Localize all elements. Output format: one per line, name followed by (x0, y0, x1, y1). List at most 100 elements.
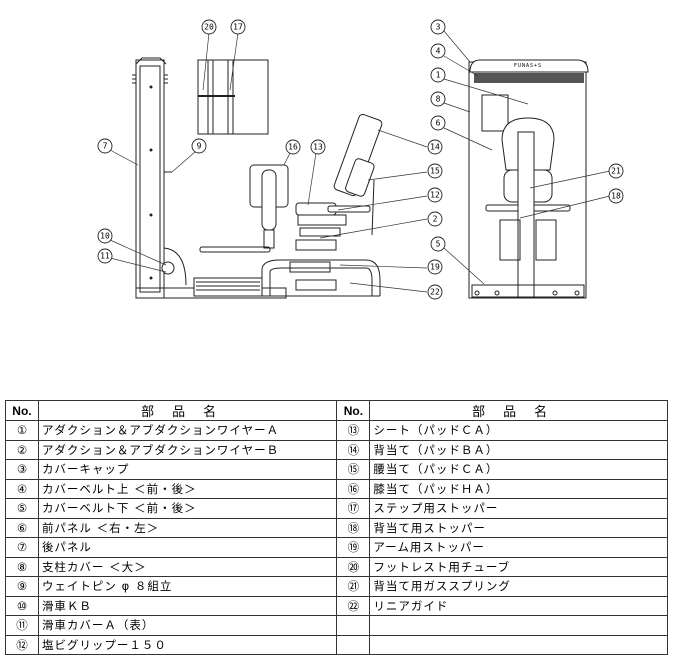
part-name: カバーキャップ (37, 459, 338, 480)
part-number: ⑳ (336, 556, 371, 577)
part-number: ⑬ (336, 420, 371, 441)
callout-11: 11 (97, 248, 113, 264)
svg-text:14: 14 (430, 143, 440, 152)
part-number: ⑫ (5, 634, 39, 655)
part-number: ③ (5, 459, 39, 480)
brand-logo: FUNAS+S (514, 63, 542, 69)
callouts: 20 17 7 9 1 6 13 14 15 12 2 19 22 10 11 3… (97, 19, 624, 300)
callout-8: 8 (430, 91, 446, 107)
callout-21: 21 (608, 163, 624, 179)
svg-text:10: 10 (100, 232, 110, 241)
part-number: ⑭ (336, 439, 371, 460)
callout-9: 9 (191, 138, 207, 154)
part-name: 腰当て（パッドＣＡ） (369, 459, 668, 480)
part-name: カバーベルト上 ＜前・後＞ (37, 478, 338, 499)
svg-text:17: 17 (233, 23, 243, 32)
callout-7: 7 (97, 138, 113, 154)
svg-text:21: 21 (611, 167, 621, 176)
callout-4: 4 (430, 43, 446, 59)
svg-text:9: 9 (197, 142, 202, 151)
part-number: ① (5, 420, 39, 441)
part-number: ⑰ (336, 498, 371, 519)
part-number: ⑱ (336, 517, 371, 538)
callout-5: 5 (430, 236, 446, 252)
part-name: ウェイトピン φ ８組立 (37, 576, 338, 597)
part-name: アーム用ストッパー (369, 537, 668, 558)
svg-text:4: 4 (436, 47, 441, 56)
table-header: No. 部品名 No. 部品名 (5, 400, 668, 421)
part-name: 滑車ＫＢ (37, 595, 338, 616)
part-number: ⑯ (336, 478, 371, 499)
part-name: 背当て用ガススプリング (369, 576, 668, 597)
part-name: 塩ビグリップー１５０ (37, 634, 338, 655)
part-number: ④ (5, 478, 39, 499)
callout-6: 6 (430, 115, 446, 131)
part-number (336, 634, 371, 655)
callout-22: 22 (427, 284, 443, 300)
svg-text:6: 6 (436, 119, 441, 128)
svg-text:5: 5 (436, 240, 441, 249)
svg-text:11: 11 (100, 252, 110, 261)
part-name (369, 634, 668, 655)
svg-text:13: 13 (313, 143, 323, 152)
callout-19: 19 (427, 259, 443, 275)
callout-1: 1 (430, 67, 446, 83)
side-view (132, 57, 383, 299)
part-name: フットレスト用チューブ (369, 556, 668, 577)
svg-text:1: 1 (436, 71, 441, 80)
svg-text:15: 15 (430, 167, 440, 176)
callout-15: 15 (427, 163, 443, 179)
part-number: ⑤ (5, 498, 39, 519)
front-view: FUNAS+S (468, 59, 589, 299)
callout-17: 17 (230, 19, 246, 35)
part-name: 背当て用ストッパー (369, 517, 668, 538)
part-name: 後パネル (37, 537, 338, 558)
part-number: ⑮ (336, 459, 371, 480)
callout-10: 10 (97, 228, 113, 244)
svg-text:3: 3 (436, 23, 441, 32)
part-number: ㉒ (336, 595, 371, 616)
part-number: ㉑ (336, 576, 371, 597)
header-part-name: 部品名 (37, 400, 338, 421)
part-number: ⑪ (5, 615, 39, 636)
callout-3: 3 (430, 19, 446, 35)
callout-20: 20 (201, 19, 217, 35)
part-number (336, 615, 371, 636)
callout-2: 2 (427, 211, 443, 227)
part-name: シート（パッドＣＡ） (369, 420, 668, 441)
callout-12: 12 (427, 187, 443, 203)
part-number: ⑥ (5, 517, 39, 538)
part-name (369, 615, 668, 636)
svg-text:7: 7 (103, 142, 108, 151)
parts-diagram: FUNAS+S 20 17 7 (97, 19, 624, 300)
part-name: 滑車カバーＡ（表） (37, 615, 338, 636)
part-name: カバーベルト下 ＜前・後＞ (37, 498, 338, 519)
part-number: ⑩ (5, 595, 39, 616)
header-no: No. (5, 400, 39, 421)
callout-18: 18 (608, 188, 624, 204)
svg-text:20: 20 (204, 23, 214, 32)
svg-text:22: 22 (430, 288, 440, 297)
part-name: 膝当て（パッドＨＡ） (369, 478, 668, 499)
part-name: アダクション＆アブダクションワイヤーＡ (37, 420, 338, 441)
callout-14: 14 (427, 139, 443, 155)
svg-text:18: 18 (611, 192, 621, 201)
part-number: ② (5, 439, 39, 460)
callout-13: 13 (310, 139, 326, 155)
part-number: ⑨ (5, 576, 39, 597)
part-name: アダクション＆アブダクションワイヤーＢ (37, 439, 338, 460)
svg-text:12: 12 (430, 191, 440, 200)
part-number: ⑧ (5, 556, 39, 577)
